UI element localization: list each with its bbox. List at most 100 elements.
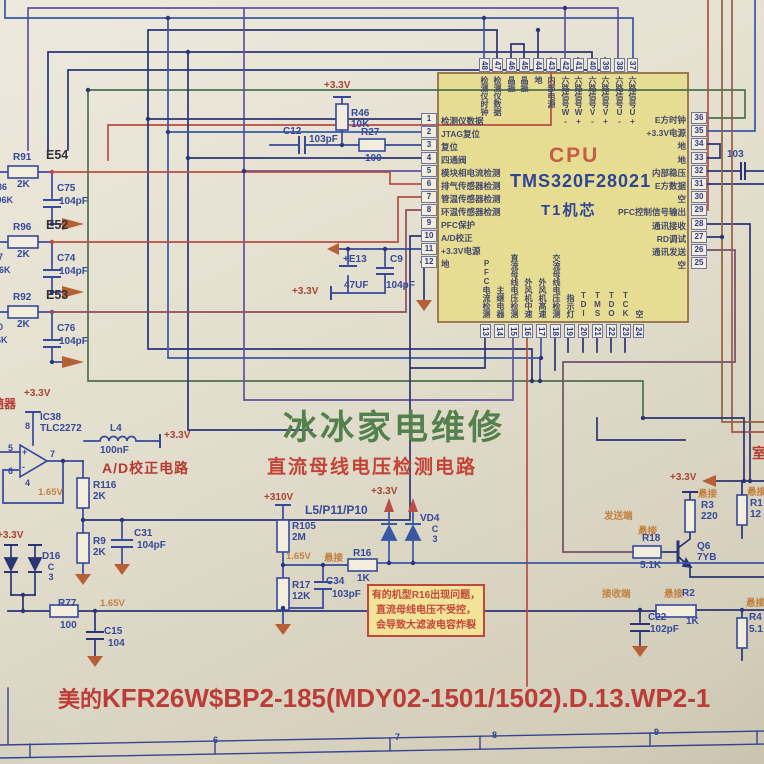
cpu-pin-label: 地 xyxy=(534,76,543,84)
cpu-pin-label: 检测仪数据 xyxy=(441,116,484,126)
cpu-pin-number: 16 xyxy=(522,324,533,338)
clipped-resistor-value: 12 xyxy=(750,509,762,520)
cpu-pin-number: 21 xyxy=(592,324,603,338)
cpu-pin-label: 模块相电流检测 xyxy=(441,168,501,178)
cpu-pin-label: E方时钟 xyxy=(654,115,686,125)
cpu-pin-label: TMS xyxy=(593,291,602,318)
cap-value: 103pF xyxy=(332,589,361,600)
resistor-value: 100 xyxy=(365,153,382,164)
cpu-pin-label: 地 xyxy=(441,259,450,269)
resistor-value: 2M xyxy=(292,532,306,543)
brand-watermark: 冰冰家电维修 xyxy=(283,409,505,447)
cap-value: 47UF xyxy=(344,280,369,291)
cap-value: 104pF xyxy=(59,196,88,207)
inductor-value: 100nF xyxy=(100,445,129,456)
supply-label: +3.3V xyxy=(24,388,51,399)
opamp-pin: 7 xyxy=(50,449,56,459)
cpu-pin-number: 12 xyxy=(421,256,437,268)
cap-value: 104pF xyxy=(386,280,415,291)
clipped-value: 6K xyxy=(0,335,8,345)
clipped-resistor-ref: R1 xyxy=(750,498,763,509)
supply-label: +3.3V xyxy=(670,472,697,483)
resistor-ref: R17 xyxy=(292,580,311,591)
resistor-ref: R77 xyxy=(58,598,77,609)
cpu-pin-label: 六路信号V+ xyxy=(601,76,610,126)
inductor-ref: L4 xyxy=(110,423,122,434)
resistor-value: 12K xyxy=(292,591,311,602)
cpu-pin-number: 24 xyxy=(633,324,644,338)
cpu-pin-label: 检测仪数据 xyxy=(493,76,502,116)
cap-ref: C15 xyxy=(104,626,123,637)
supply-label: +3.3V xyxy=(324,80,351,91)
supply-label: +3.3V xyxy=(292,286,319,297)
cpu-pin-number: 36 xyxy=(691,112,707,124)
cap-ref: C12 xyxy=(283,126,302,137)
resistor-value: 5.1K xyxy=(640,560,662,571)
cpu-pin-label: 六路信号U+ xyxy=(628,76,637,126)
cpu-pin-number: 17 xyxy=(536,324,547,338)
opamp-pin: 8 xyxy=(25,421,31,431)
warning-line: 有的机型R16出现问题， xyxy=(371,590,481,601)
transistor-ref: Q6 xyxy=(697,541,711,552)
resistor-ref: R18 xyxy=(642,533,661,544)
opamp-plus: + xyxy=(22,447,28,457)
section-title-ad-cal: A/D校正电路 xyxy=(102,460,190,476)
clipped-resistor-value: 5.1 xyxy=(749,624,763,635)
resistor-value: 220 xyxy=(701,511,718,522)
cpu-core-label: T1机芯 xyxy=(541,202,597,219)
floating-label: 悬接 xyxy=(746,598,764,609)
cpu-pin-number: 15 xyxy=(508,324,519,338)
cpu-pin-label: 空 xyxy=(677,194,686,204)
floating-label: 悬接 xyxy=(664,589,684,600)
cpu-pin-label: 排气传感器检测 xyxy=(441,181,501,191)
floating-label: 悬接 xyxy=(638,526,658,537)
clipped-value: .06K xyxy=(0,195,14,205)
cpu-pin-number: 14 xyxy=(494,324,505,338)
cpu-pin-number: 28 xyxy=(691,218,707,230)
net-voltage: 1.65V xyxy=(286,551,311,562)
cpu-pin-label: 空 xyxy=(635,310,644,318)
cpu-pin-label: 地 xyxy=(677,141,686,151)
cap-ref: C76 xyxy=(57,323,76,334)
cpu-pin-label: 空 xyxy=(677,260,686,270)
cpu-pin-number: 3 xyxy=(421,139,437,151)
supply-label: +3.3V xyxy=(164,430,191,441)
resistor-value: 100 xyxy=(60,620,77,631)
resistor-ref: R96 xyxy=(13,222,32,233)
cpu-pin-number: 46 xyxy=(506,58,517,72)
net-label-e52: E52 xyxy=(46,218,69,232)
cpu-part-number: TMS320F28021 xyxy=(510,171,652,191)
cpu-pin-label: 主继电器 xyxy=(496,286,505,318)
resistor-ref: R92 xyxy=(13,292,32,303)
clipped-resistor-ref: R4 xyxy=(749,612,762,623)
warning-line: 直流母线电压不受控， xyxy=(376,605,476,616)
connector-label: L5/P11/P10 xyxy=(305,503,368,517)
cpu-pin-label: 六路信号W+ xyxy=(574,76,583,126)
resistor-ref: R46 xyxy=(351,108,370,119)
cpu-title: CPU xyxy=(549,144,600,167)
cap-ref: C74 xyxy=(57,253,76,264)
clipped-ref: 86 xyxy=(0,182,8,192)
floating-label: 悬接 xyxy=(324,553,344,564)
resistor-value: 1K xyxy=(686,616,699,627)
cpu-pin-number: 43 xyxy=(546,58,557,72)
resistor-ref: R2 xyxy=(682,588,695,599)
resistor-ref: R16 xyxy=(353,548,372,559)
diode-marking: C3 xyxy=(430,524,440,544)
cpu-pin-label: +3.3V电源 xyxy=(646,128,686,138)
resistor-ref: R3 xyxy=(701,500,714,511)
cpu-pin-number: 32 xyxy=(691,165,707,177)
resistor-ref: R9 xyxy=(93,536,106,547)
cap-ref: C22 xyxy=(648,612,667,623)
cpu-pin-label: PFC电流检测 xyxy=(482,259,491,318)
cpu-pin-number: 18 xyxy=(550,324,561,338)
cpu-pin-label: RD调试 xyxy=(656,234,686,244)
supply-label: +3.3V xyxy=(0,530,24,541)
cpu-pin-number: 10 xyxy=(421,230,437,242)
cpu-pin-number: 5 xyxy=(421,165,437,177)
cpu-pin-number: 8 xyxy=(421,204,437,216)
cpu-pin-number: 41 xyxy=(573,58,584,72)
cpu-pin-label: 通讯接收 xyxy=(651,221,686,231)
